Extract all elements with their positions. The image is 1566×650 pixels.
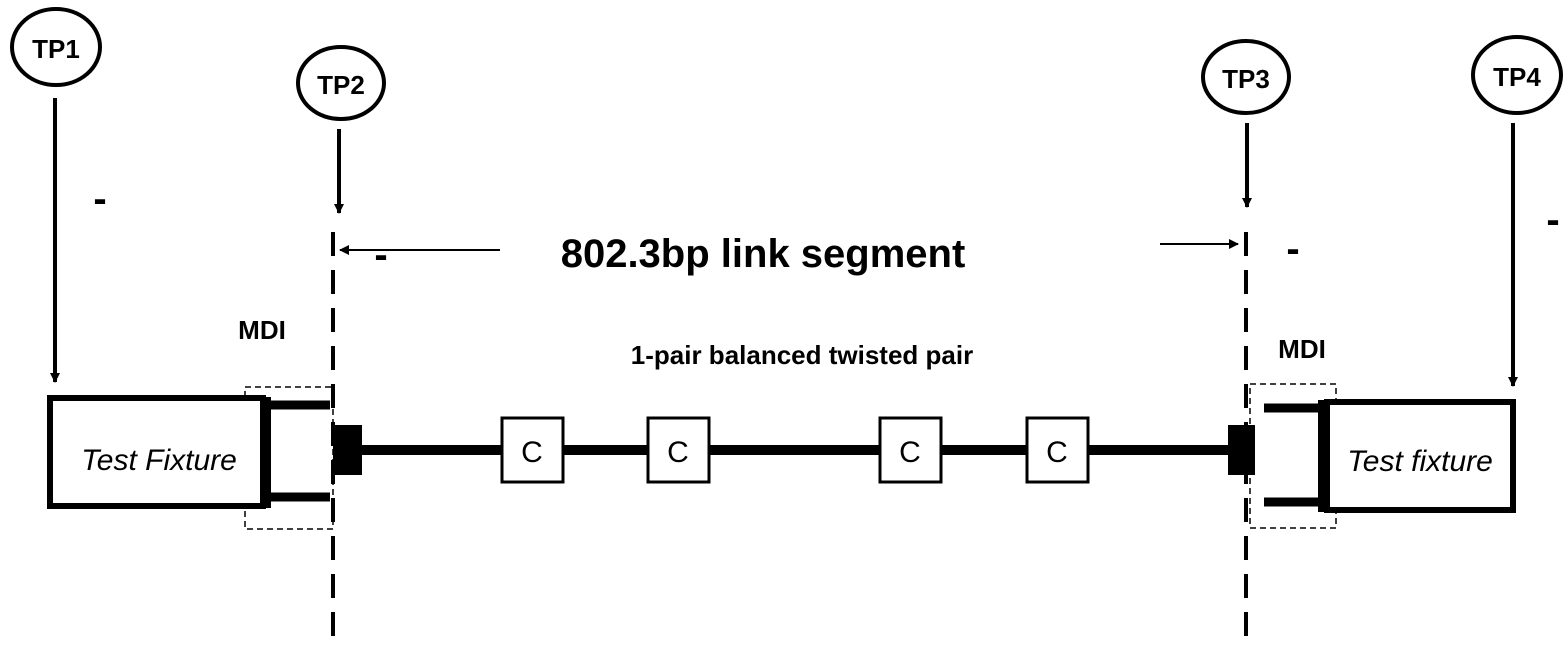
dash-mark-2: -	[374, 233, 387, 277]
inline-connector-4: C	[1025, 416, 1090, 484]
mdi-right-box	[1249, 383, 1337, 529]
cable-label: 1-pair balanced twisted pair	[631, 340, 973, 370]
svg-text:C: C	[521, 436, 543, 469]
test-fixture-right-bracket	[1264, 400, 1328, 512]
tp4-label: TP4	[1493, 62, 1541, 92]
dash-mark-1: -	[93, 177, 106, 221]
inline-connector-3: C	[878, 416, 943, 484]
tp3-marker: TP3	[1201, 39, 1291, 115]
mdi-left-label: MDI	[238, 315, 286, 345]
mdi-left-box	[244, 386, 334, 530]
test-fixture-left-bracket	[261, 397, 330, 508]
tp2-marker: TP2	[296, 45, 386, 121]
svg-text:C: C	[899, 436, 921, 469]
link-segment-label: 802.3bp link segment	[561, 232, 966, 276]
inline-connector-1: C	[500, 416, 565, 484]
svg-text:C: C	[667, 436, 689, 469]
test-fixture-right	[1324, 399, 1516, 513]
cable-plug-left	[333, 425, 362, 475]
tp1-label: TP1	[32, 34, 80, 64]
cable-plug-right	[1228, 425, 1255, 475]
tp2-label: TP2	[317, 70, 365, 100]
dash-mark-3: -	[1286, 227, 1299, 271]
test-fixture-left-label: Test Fixture	[81, 444, 237, 477]
inline-connector-2: C	[646, 416, 711, 484]
mdi-right-label: MDI	[1278, 334, 1326, 364]
tp4-marker: TP4	[1471, 35, 1563, 115]
tp3-label: TP3	[1222, 64, 1270, 94]
test-fixture-right-label: Test fixture	[1347, 445, 1493, 478]
svg-text:C: C	[1046, 436, 1068, 469]
dash-mark-4: -	[1546, 198, 1559, 242]
test-fixture-left	[47, 395, 266, 509]
tp1-marker: TP1	[10, 7, 102, 87]
